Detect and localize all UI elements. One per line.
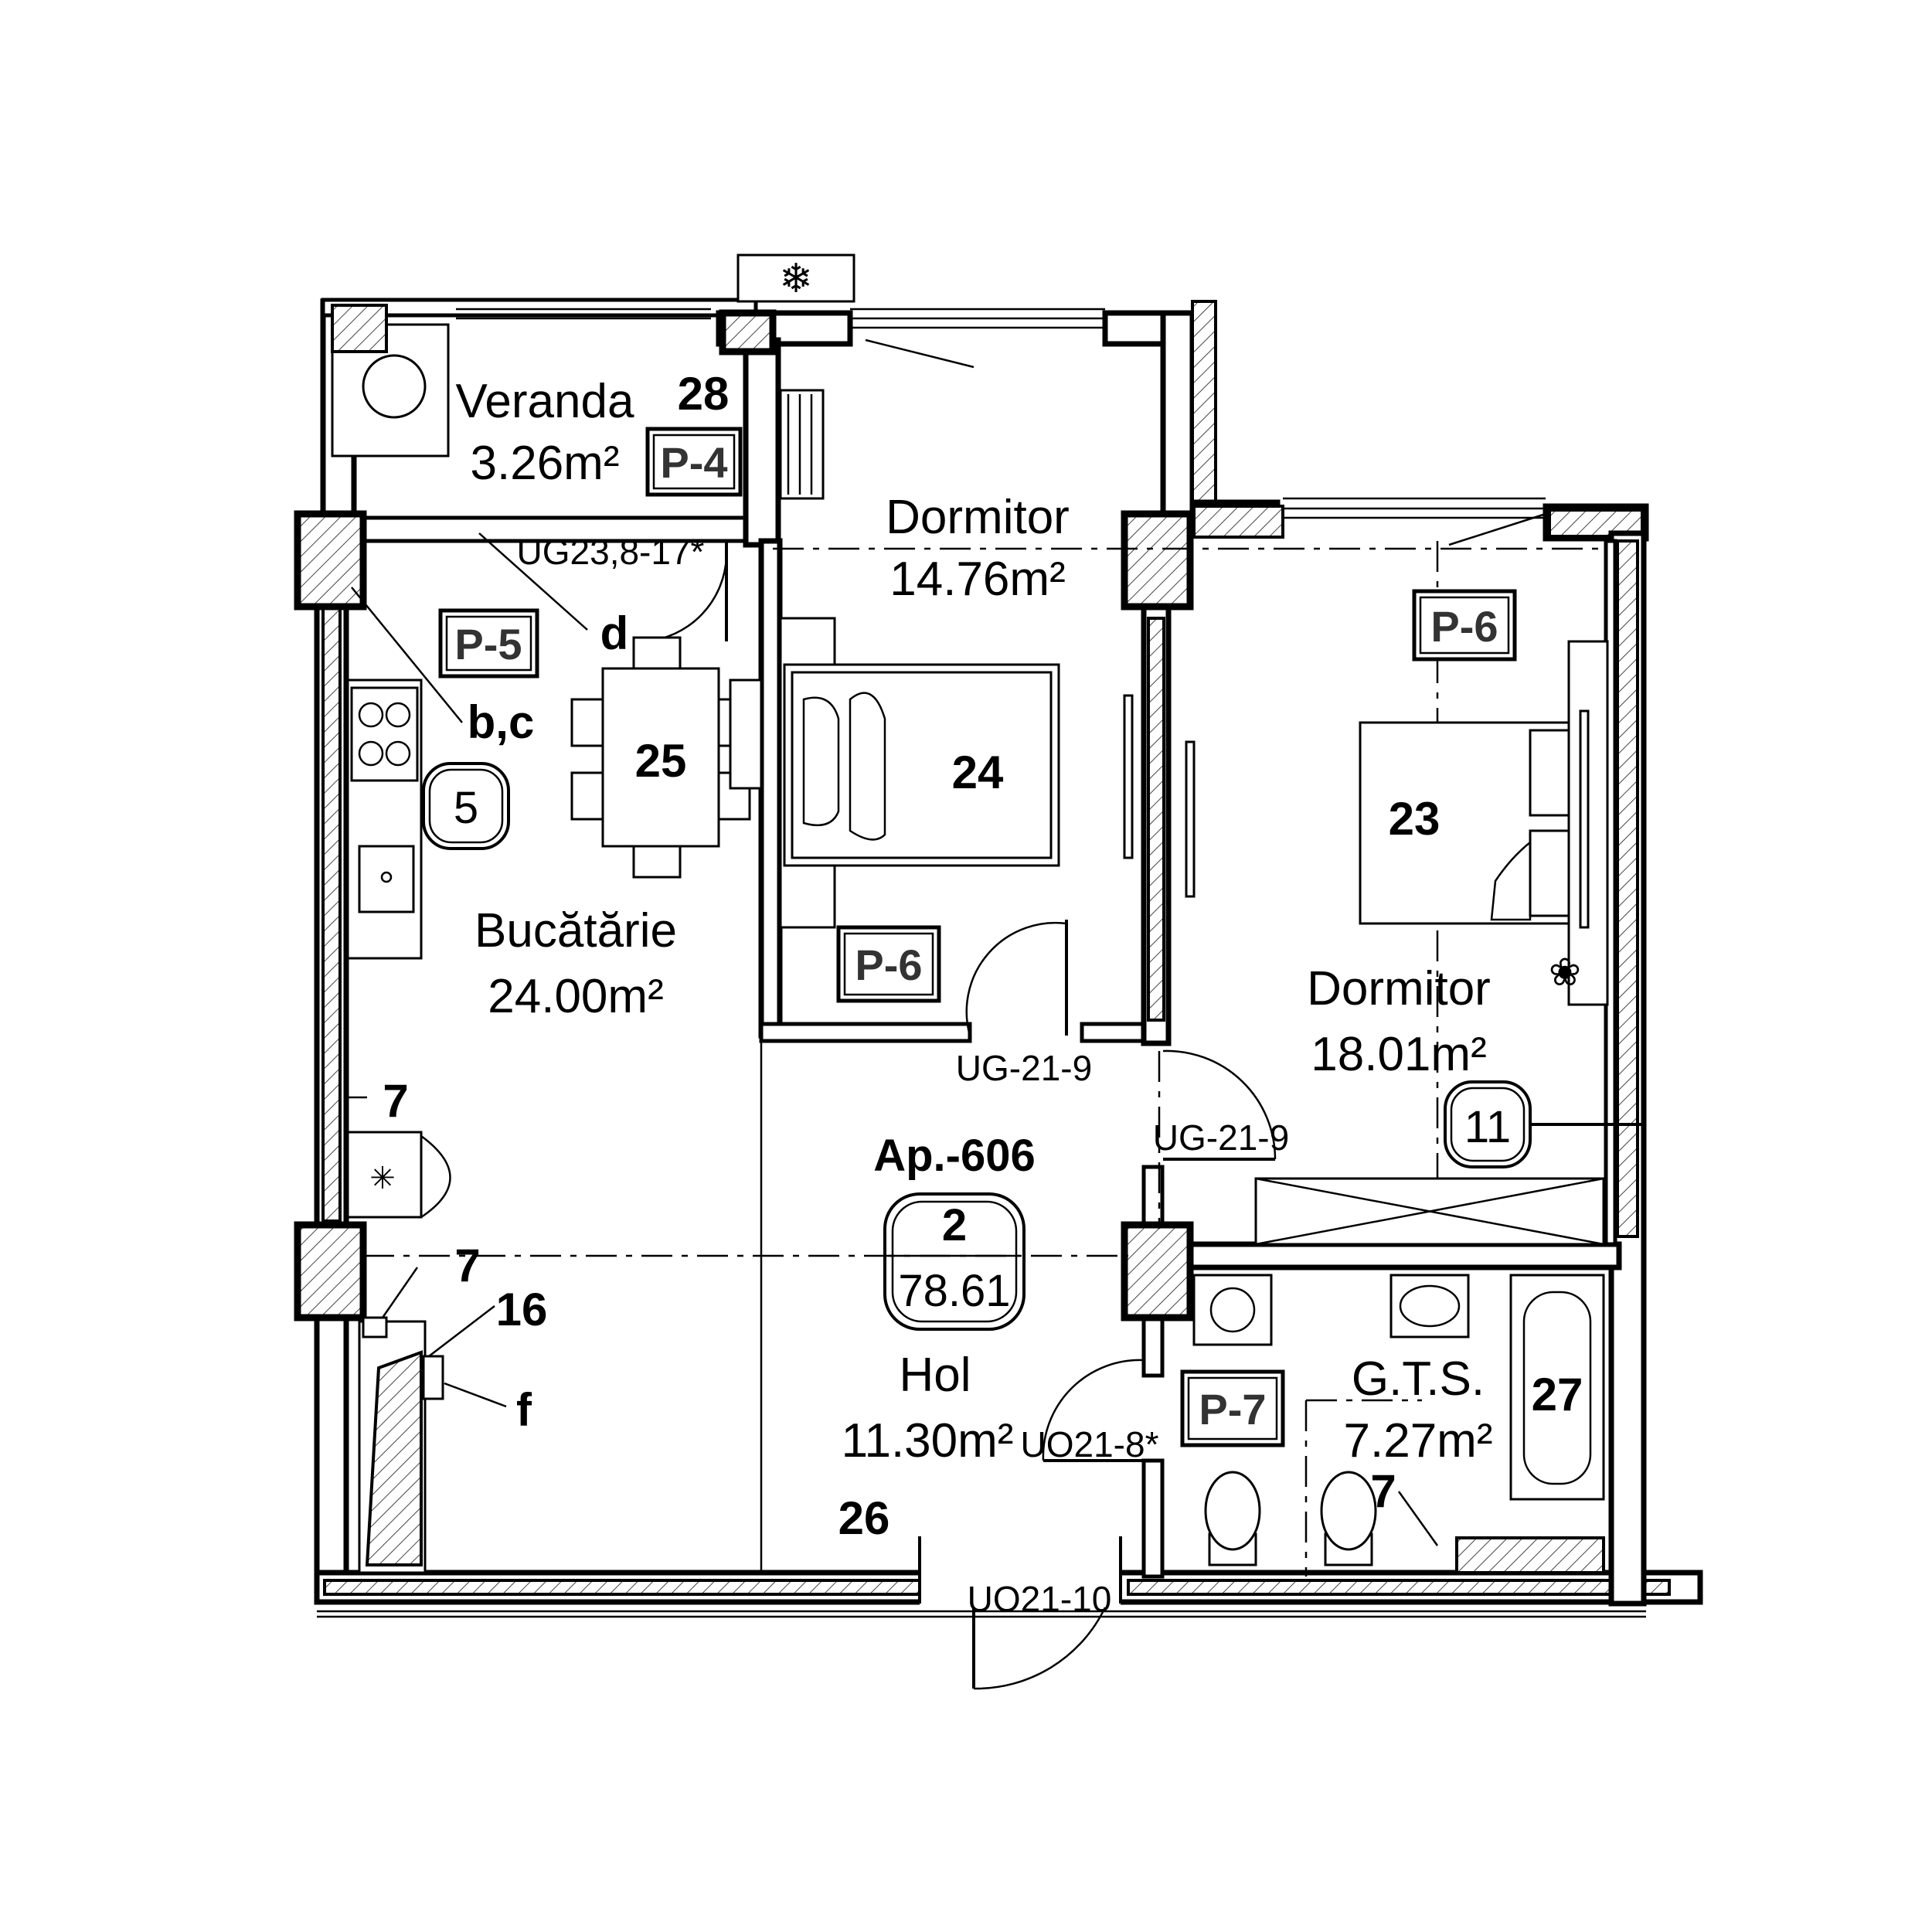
door-label-uo21-8: UO21-8* [1021, 1424, 1159, 1464]
room-name-veranda: Veranda [456, 375, 635, 428]
apartment-title: Ap.-606 [873, 1131, 1036, 1181]
room-tags: P-4 P-5 P-6 P-6 P-7 [438, 427, 1517, 1447]
column [1121, 1221, 1194, 1321]
door-label-ug23: UG23,8-17* [517, 532, 705, 572]
mark-kitchen [422, 762, 510, 850]
svg-text:P-6: P-6 [855, 940, 922, 989]
snowflake-icon: ❄ [779, 257, 813, 301]
apartment-marker: Ap.-606 2 78.61 [873, 1131, 1036, 1331]
room-area-bedroom-2: 18.01m² [1311, 1028, 1486, 1081]
number-27: 27 [1532, 1369, 1583, 1420]
room-area-bathroom: 7.27m² [1344, 1414, 1493, 1468]
fan-icon: ✳ [369, 1162, 396, 1196]
number-7-bath: 7 [1370, 1465, 1396, 1517]
number-7-lower: 7 [454, 1240, 480, 1291]
room-name-bedroom-2: Dormitor [1307, 962, 1491, 1015]
number-26: 26 [838, 1492, 890, 1544]
column [294, 1221, 367, 1321]
washing-machine-icon [1192, 1274, 1273, 1346]
column [294, 510, 367, 611]
doors [645, 338, 1546, 1690]
door-label-ug21-9-a: UG-21-9 [956, 1048, 1092, 1088]
room-name-bathroom: G.T.S. [1352, 1352, 1485, 1406]
letter-d: d [600, 607, 629, 659]
room-name-kitchen: Bucătărie [474, 904, 677, 957]
stove-icon [350, 686, 419, 782]
letter-f: f [516, 1384, 532, 1436]
room-name-bedroom-1: Dormitor [886, 491, 1070, 544]
circle-marks: 5 11 [422, 762, 1646, 1168]
room-area-kitchen: 24.00m² [488, 970, 663, 1023]
sink-icon [358, 845, 415, 913]
columns [294, 309, 1194, 1321]
svg-text:P-5: P-5 [454, 620, 522, 668]
room-name-hall: Hol [899, 1349, 971, 1402]
number-28: 28 [678, 368, 730, 420]
room-area-bedroom-1: 14.76m² [889, 553, 1065, 606]
tag-p4 [645, 427, 743, 497]
number-24: 24 [952, 747, 1004, 798]
wall-veranda-top [321, 298, 758, 318]
fan-icon [362, 354, 427, 419]
number-16: 16 [496, 1284, 548, 1335]
room-area-hall: 11.30m² [842, 1414, 1014, 1468]
item-numbers: 28 25 24 23 27 26 16 7 7 7 [348, 368, 1583, 1546]
door-label-uo21-10: UO21-10 [968, 1579, 1112, 1619]
washbasin-icon [1389, 1274, 1470, 1338]
ac-unit [736, 253, 855, 303]
door-labels: UG23,8-17* UG-21-9 UG-21-9 UO21-8* UO21-… [517, 532, 1290, 1619]
svg-text:11: 11 [1464, 1102, 1511, 1152]
door-label-ug21-9-b: UG-21-9 [1153, 1117, 1289, 1158]
column [719, 309, 777, 355]
svg-text:P-4: P-4 [660, 438, 727, 487]
tag-p5 [438, 608, 539, 679]
room-area-veranda: 3.26m² [471, 437, 620, 490]
tag-p6-mid [836, 925, 941, 1003]
column [1121, 510, 1194, 611]
plant-icon: ❀ [1549, 951, 1581, 994]
number-7-left: 7 [383, 1075, 408, 1127]
item-letters: d b,c f [351, 532, 629, 1436]
tag-p7 [1180, 1369, 1285, 1447]
letter-bc: b,c [468, 696, 535, 748]
svg-text:P-6: P-6 [1430, 602, 1498, 651]
room-labels: Veranda 3.26m² Dormitor 14.76m² Dormitor… [456, 375, 1493, 1468]
dining-table [601, 667, 720, 848]
number-25: 25 [635, 735, 687, 787]
apartment-rooms-count: 2 [942, 1200, 967, 1250]
svg-text:P-7: P-7 [1199, 1385, 1266, 1434]
wall-bedroom1-right-top [1160, 310, 1196, 517]
tag-p6-top [1412, 589, 1517, 662]
furniture: ❄ ✳ [331, 253, 1609, 1574]
svg-text:5: 5 [454, 783, 478, 833]
number-23: 23 [1389, 793, 1440, 845]
apartment-total-area: 78.61 [898, 1266, 1010, 1316]
